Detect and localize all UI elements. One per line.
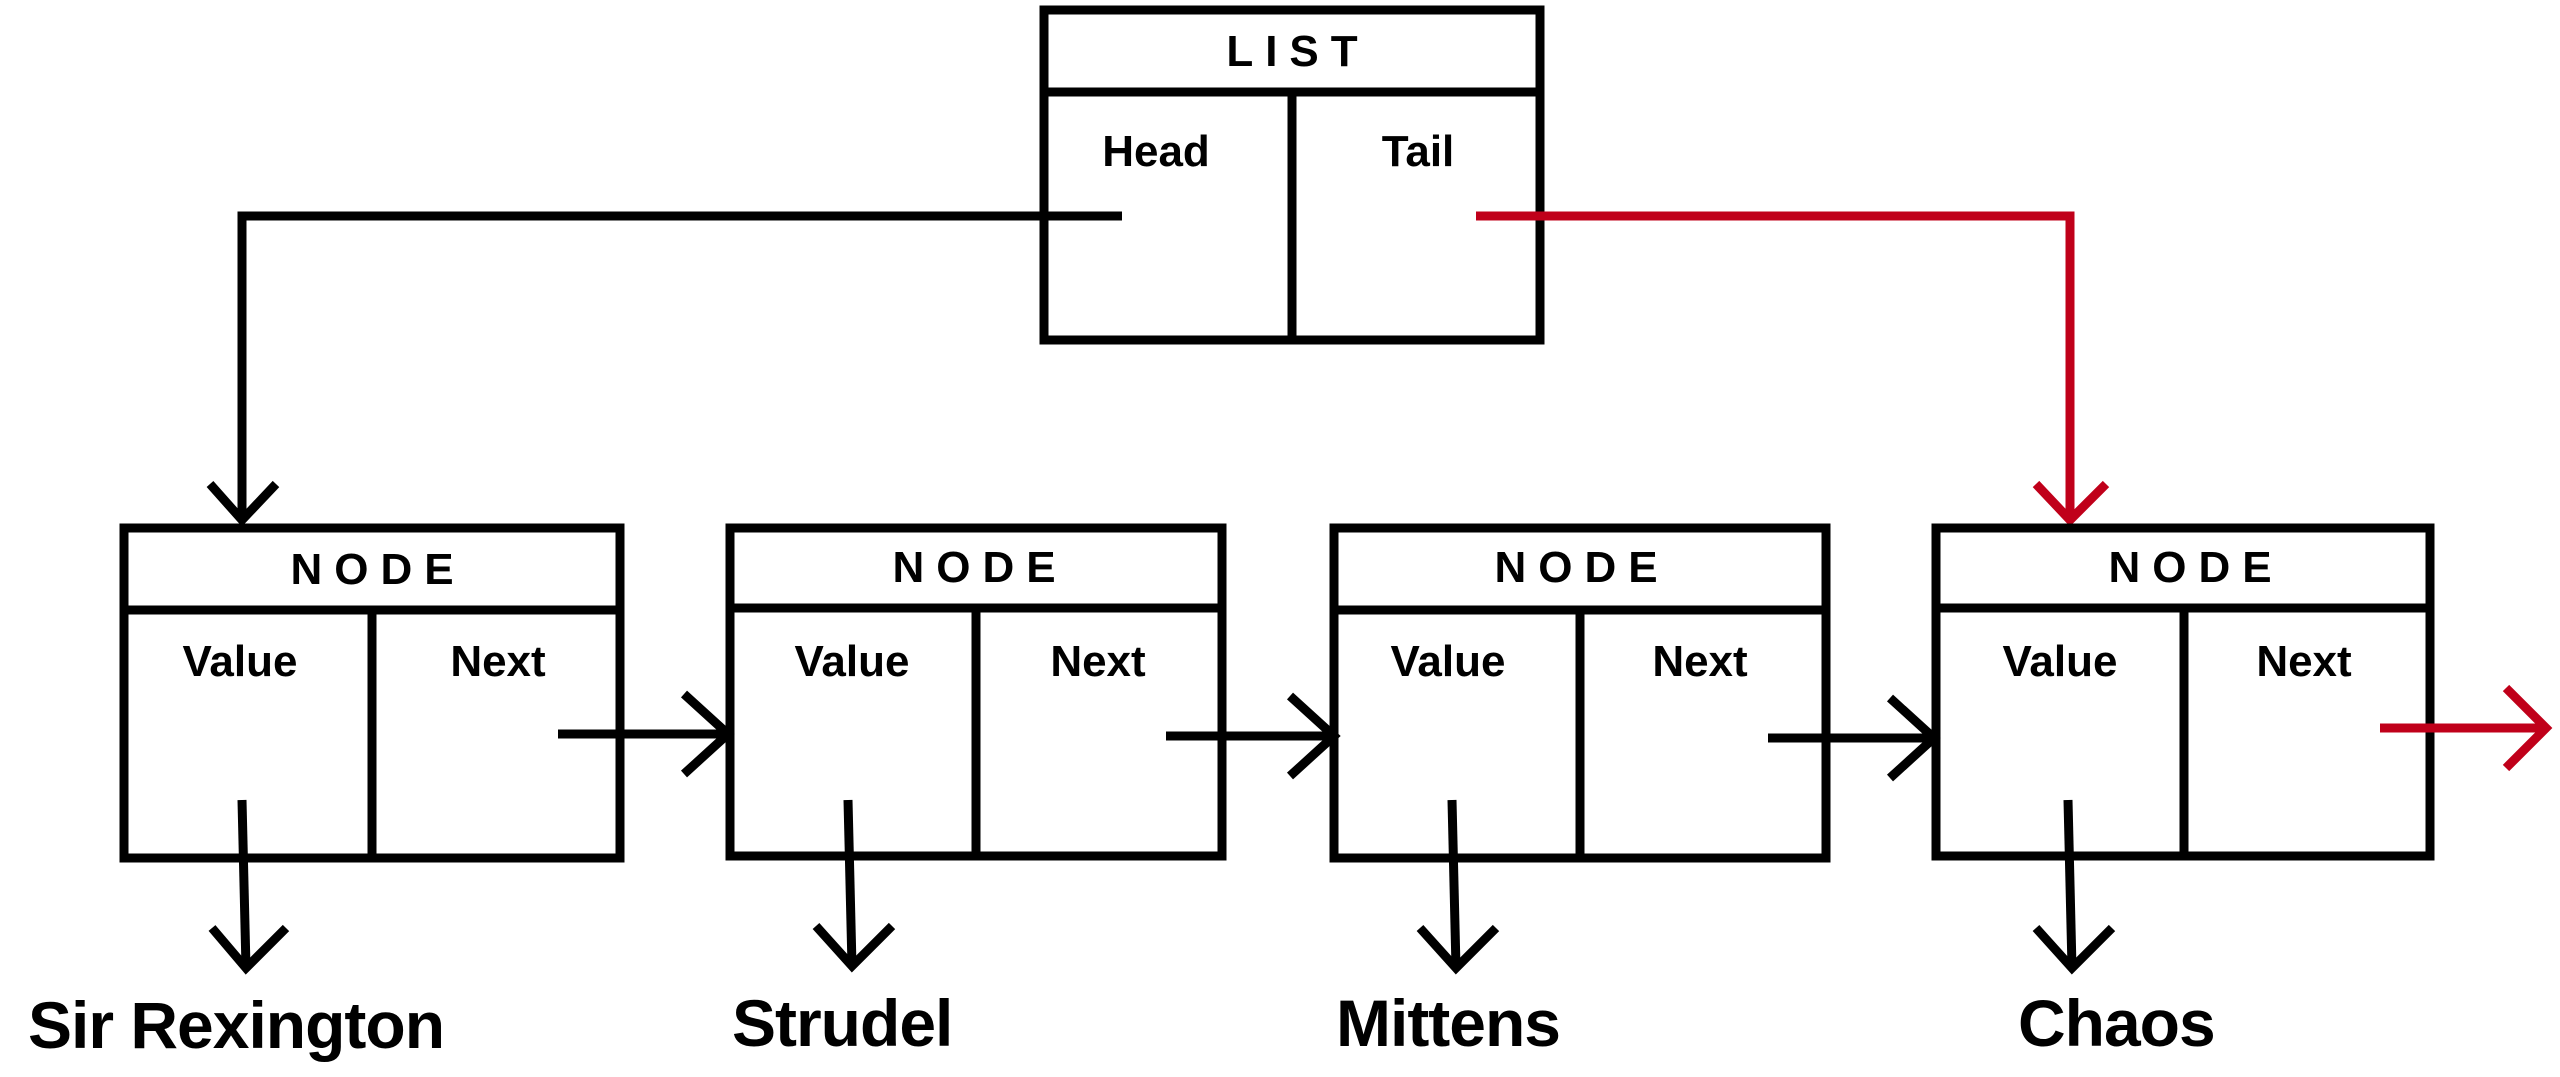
node-1-next-arrow	[558, 690, 735, 778]
head-pointer-line	[237, 211, 1122, 520]
node-3-title: NODE	[1494, 543, 1669, 592]
node-2-value-arrow	[812, 799, 896, 973]
head-pointer-arrow	[206, 211, 1122, 527]
node-3-value-arrowhead	[1416, 924, 1500, 975]
node-1-box	[119, 523, 625, 863]
node-4-value-arrowhead	[2032, 924, 2116, 975]
node-4-title: NODE	[2108, 543, 2283, 592]
node-4-next-arrow	[2380, 684, 2553, 772]
node-1-value-arrow-line	[237, 799, 251, 969]
head-pointer-arrowhead	[206, 480, 280, 527]
tail-pointer-arrow	[1476, 211, 2110, 527]
node-3-box	[1329, 523, 1831, 863]
node-3-value: Mittens	[1336, 986, 1560, 1060]
list-title: LIST	[1226, 27, 1369, 76]
node-4-next-arrowhead	[2502, 684, 2553, 772]
node-4-next-label: Next	[2256, 637, 2352, 686]
list-tail-label: Tail	[1382, 127, 1455, 176]
node-3-value-label: Value	[1391, 637, 1506, 686]
node-1-value-arrowhead	[208, 924, 290, 975]
node-1-next-label: Next	[450, 637, 546, 686]
node-4-value: Chaos	[2018, 986, 2215, 1060]
node-4-box	[1931, 523, 2435, 861]
node-2-value-arrow-line	[843, 799, 857, 967]
node-1-value-label: Value	[183, 637, 298, 686]
list-head-label: Head	[1102, 127, 1210, 176]
node-1-title: NODE	[290, 545, 465, 594]
node-1-value: Sir Rexington	[28, 988, 444, 1062]
list-box	[1039, 5, 1545, 345]
node-3-next-arrow	[1768, 694, 1941, 782]
node-2-value-label: Value	[795, 637, 910, 686]
node-2-value-arrowhead	[812, 922, 896, 973]
tail-pointer-arrowhead	[2032, 480, 2110, 527]
tail-pointer-line	[1476, 211, 2075, 520]
node-1-value-arrow	[208, 799, 290, 975]
node-3-next-label: Next	[1652, 637, 1748, 686]
node-3-value-arrow	[1416, 799, 1500, 975]
node-2-box	[725, 523, 1227, 861]
node-4-value-arrow	[2032, 799, 2116, 975]
node-4-value-arrow-line	[2063, 799, 2077, 969]
node-2-next-arrow	[1166, 692, 1341, 780]
node-3-value-arrow-line	[1447, 799, 1461, 969]
node-2-value: Strudel	[732, 986, 952, 1060]
node-2-next-label: Next	[1050, 637, 1146, 686]
node-4-value-label: Value	[2003, 637, 2118, 686]
node-2-title: NODE	[892, 543, 1067, 592]
